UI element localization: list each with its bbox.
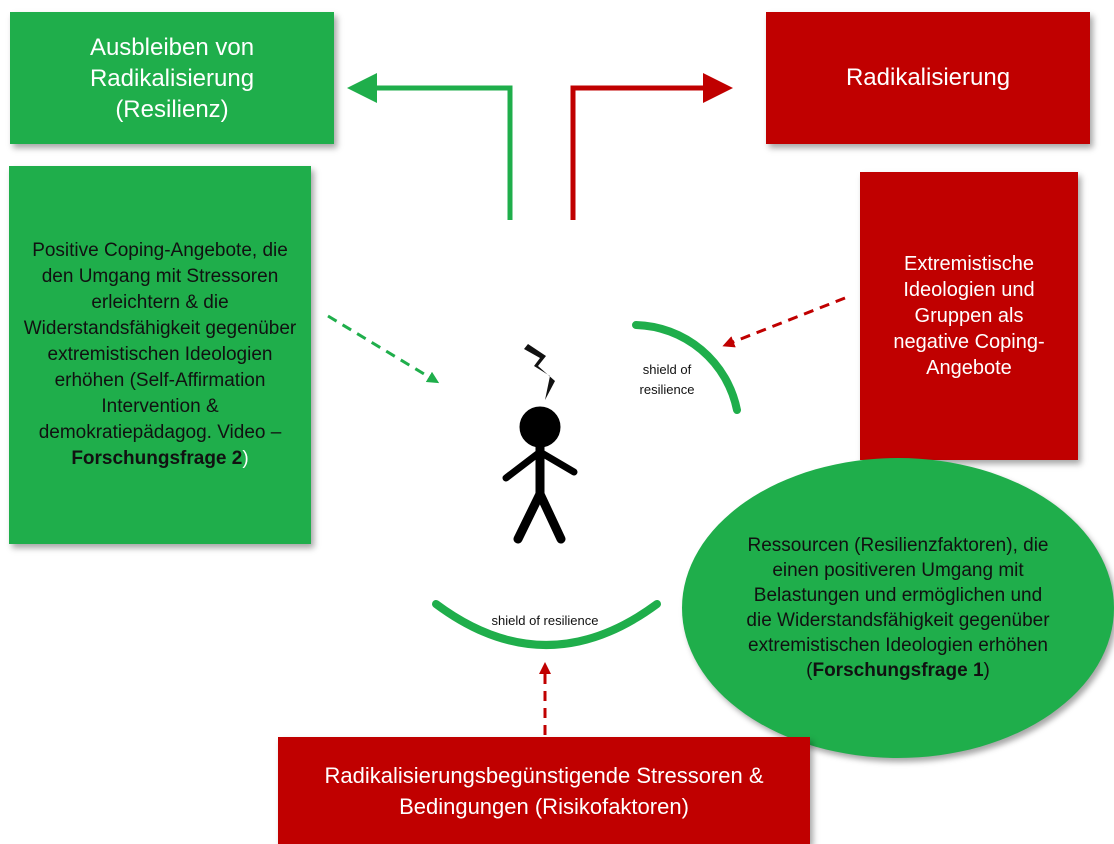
stressors-box: Radikalisierungsbegünstigende Stressoren…: [278, 737, 810, 844]
positive-coping-research-question: Forschungsfrage 2: [71, 448, 243, 469]
resources-suffix: ): [983, 660, 990, 681]
arrow-to-radicalization: [570, 73, 733, 220]
outcome-resilience-box: Ausbleiben von Radikalisierung (Resilien…: [10, 12, 334, 144]
extremist-coping-box: Extremistische Ideologien und Gruppen al…: [860, 172, 1078, 460]
stressors-line1: Radikalisierungsbegünstigende Stressoren…: [324, 762, 764, 788]
positive-coping-text: Positive Coping-Angebote, die den Umgang…: [23, 240, 297, 443]
arrow-positive-coping: [327, 314, 440, 384]
outcome-resilience-line3: (Resilienz): [115, 95, 229, 123]
resources-research-question: Forschungsfrage 1: [812, 660, 984, 681]
shield-arc-top: [632, 321, 741, 414]
arrow-to-resilience: [347, 73, 513, 220]
outcome-radicalization-label: Radikalisierung: [845, 64, 1011, 91]
shield-arc-bottom: [432, 600, 661, 649]
extremist-coping-text: Extremistische Ideologien und Gruppen al…: [893, 253, 1045, 379]
positive-coping-box: Positive Coping-Angebote, die den Umgang…: [9, 166, 311, 544]
outcome-resilience-line1: Ausbleiben von: [89, 33, 255, 61]
outcome-resilience-line2: Radikalisierung: [89, 64, 255, 92]
resources-ellipse: Ressourcen (Resilienzfaktoren), die eine…: [682, 458, 1114, 758]
shield-label-bottom: shield of resilience: [491, 613, 599, 628]
positive-coping-suffix: ): [242, 448, 249, 469]
arrow-extremist: [722, 296, 846, 348]
stressors-line2: Bedingungen (Risikofaktoren): [399, 793, 689, 819]
lightning-icon: [524, 344, 555, 400]
outcome-radicalization-box: Radikalisierung: [766, 12, 1090, 144]
shield-label-top-line2: resilience: [639, 382, 695, 397]
shield-label-top: shield of resilience: [622, 360, 712, 400]
resources-text: Ressourcen (Resilienzfaktoren), die eine…: [746, 535, 1050, 681]
shield-label-top-line1: shield of: [642, 362, 692, 377]
stick-figure-icon: [502, 406, 578, 544]
